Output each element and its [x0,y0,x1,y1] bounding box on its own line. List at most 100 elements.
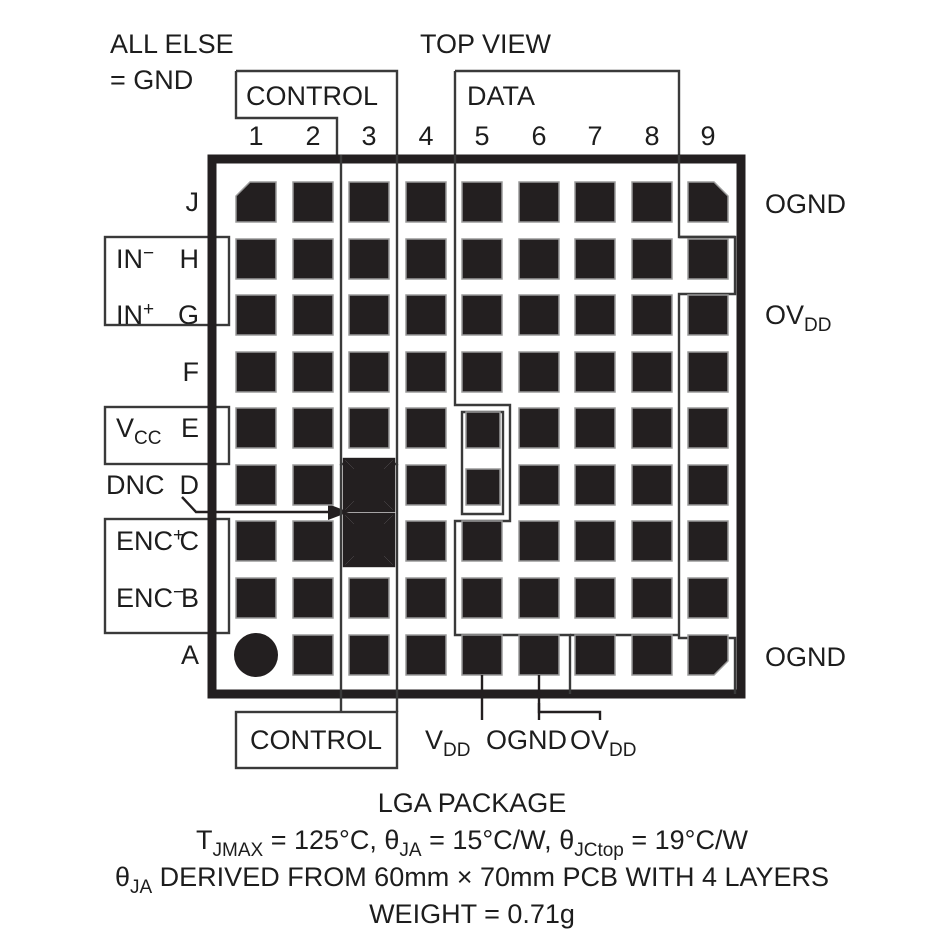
pad-E2[interactable] [292,407,334,449]
pad-C3[interactable] [342,512,396,568]
pad-B6[interactable] [518,577,560,619]
pad-D8[interactable] [631,464,673,506]
pad-H2[interactable] [292,238,334,280]
all-else-label-line2: = GND [110,65,193,95]
pad-H9[interactable] [687,238,729,280]
pad-B4[interactable] [405,577,447,619]
pad-J6[interactable] [518,181,560,223]
pad-H4[interactable] [405,238,447,280]
pad-D1[interactable] [235,464,277,506]
pad-B3[interactable] [348,577,390,619]
pad-J5[interactable] [461,181,503,223]
vcc-label-box [103,405,231,466]
pad-B9[interactable] [687,577,729,619]
pad-G5[interactable] [461,294,503,336]
pad-E8[interactable] [631,407,673,449]
data-top-label: DATA [467,81,535,111]
pad-H1[interactable] [235,238,277,280]
pad-J4[interactable] [405,181,447,223]
pad-F5[interactable] [461,351,503,393]
pad-B8[interactable] [631,577,673,619]
pad-A9[interactable] [687,634,729,676]
pad-F1[interactable] [235,351,277,393]
pad-A6[interactable] [518,634,560,676]
pad-F2[interactable] [292,351,334,393]
pad-G7[interactable] [574,294,616,336]
pad-J9[interactable] [687,181,729,223]
pad-G3[interactable] [348,294,390,336]
pad-E7[interactable] [574,407,616,449]
column-label-1: 1 [248,121,263,151]
pad-C5[interactable] [461,520,503,562]
dnc-leader-line [181,496,330,514]
pad-H6[interactable] [518,238,560,280]
pad-D6[interactable] [518,464,560,506]
pad-C9[interactable] [687,520,729,562]
pad-F8[interactable] [631,351,673,393]
pad-B5[interactable] [461,577,503,619]
pad-E1[interactable] [235,407,277,449]
footer-line-package: LGA PACKAGE [378,788,567,818]
footer-line-weight: WEIGHT = 0.71g [369,899,575,929]
pad-E4[interactable] [405,407,447,449]
dnc-arrow-head [328,504,349,520]
pad-D5[interactable] [465,468,501,506]
pad-C2[interactable] [292,520,334,562]
pad-E5[interactable] [465,411,501,449]
package-outline [207,154,746,699]
pad-A1-pin1-indicator[interactable] [234,633,278,677]
pad-A4[interactable] [405,634,447,676]
pad-B2[interactable] [292,577,334,619]
pad-A5[interactable] [461,634,503,676]
pad-D2[interactable] [292,464,334,506]
pad-G9[interactable] [687,294,729,336]
pad-H8[interactable] [631,238,673,280]
pad-D9[interactable] [687,464,729,506]
pad-H5[interactable] [461,238,503,280]
pad-F4[interactable] [405,351,447,393]
pad-B7[interactable] [574,577,616,619]
pad-C1[interactable] [235,520,277,562]
pad-C4[interactable] [405,520,447,562]
pad-C7[interactable] [574,520,616,562]
pad-G6[interactable] [518,294,560,336]
pad-G8[interactable] [631,294,673,336]
pad-H3[interactable] [348,238,390,280]
column-label-8: 8 [644,121,659,151]
pad-J8[interactable] [631,181,673,223]
row-label-D: D [180,470,200,500]
pad-J3[interactable] [348,181,390,223]
control-top-callout-box [234,69,399,155]
control-column3-lower-trace [339,464,399,712]
pad-G4[interactable] [405,294,447,336]
pad-A8[interactable] [631,634,673,676]
label-ognd-bottom-right: OGND [765,642,846,672]
pad-H7[interactable] [574,238,616,280]
pad-D3[interactable] [342,457,396,513]
pad-J7[interactable] [574,181,616,223]
pad-G2[interactable] [292,294,334,336]
pad-J2[interactable] [292,181,334,223]
pad-F3[interactable] [348,351,390,393]
pad-E3[interactable] [348,407,390,449]
pad-E9[interactable] [687,407,729,449]
pad-E6[interactable] [518,407,560,449]
row-label-F: F [183,357,200,387]
pad-G1[interactable] [235,294,277,336]
ovdd-leader-line [537,703,602,720]
pad-A3[interactable] [348,634,390,676]
pad-B1[interactable] [235,577,277,619]
pad-D7[interactable] [574,464,616,506]
pad-F9[interactable] [687,351,729,393]
pad-D4[interactable] [405,464,447,506]
pad-C6[interactable] [518,520,560,562]
pad-F6[interactable] [518,351,560,393]
label-enc-plus: ENC+ [116,525,184,556]
label-vcc: VCC [116,413,161,449]
pad-J1[interactable] [235,181,277,223]
pad-F7[interactable] [574,351,616,393]
pad-C8[interactable] [631,520,673,562]
pad-A7[interactable] [574,634,616,676]
pad-A2[interactable] [292,634,334,676]
